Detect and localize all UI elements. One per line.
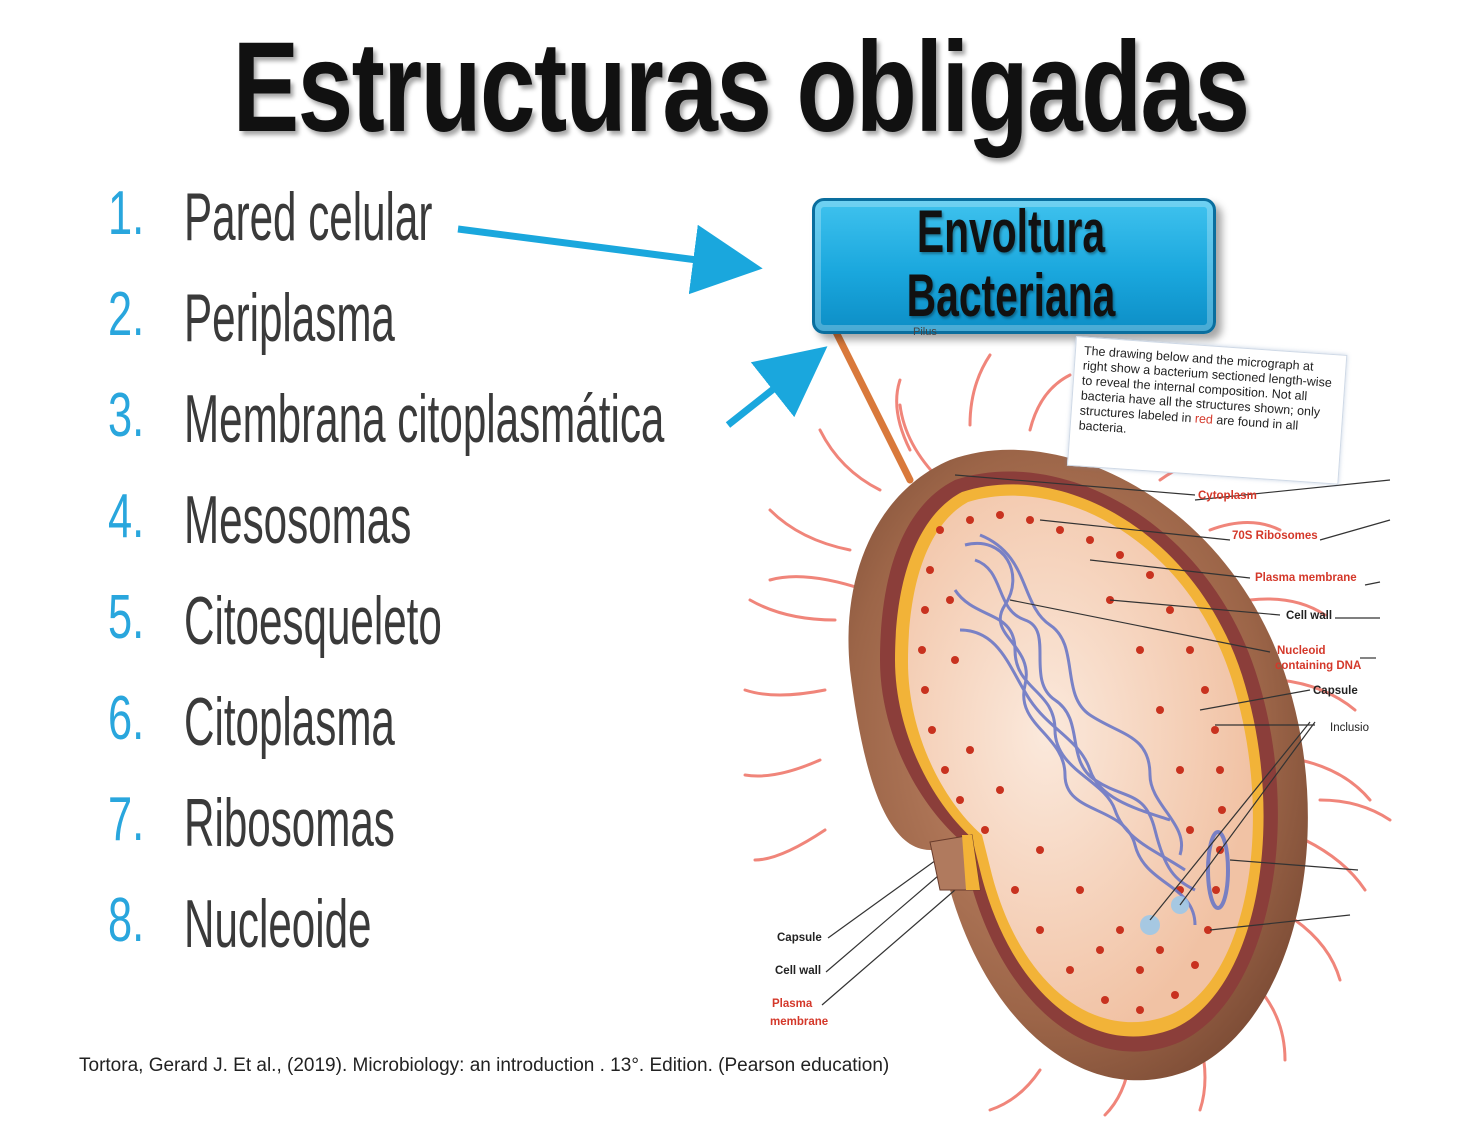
label-nucleoid-dna: containing DNA [1275, 660, 1362, 672]
list-text: Mesosomas [184, 482, 412, 558]
label-inclusions: Inclusio [1330, 722, 1369, 734]
list-number: 7. [108, 785, 145, 854]
cutaway-membrane [962, 835, 980, 890]
label-cytoplasm: Cytoplasm [1198, 490, 1257, 502]
list-text: Periplasma [184, 280, 395, 356]
label-plasma-left-2: membrane [770, 1016, 829, 1028]
label-plasma-membrane: Plasma membrane [1255, 572, 1357, 584]
arrow-membrana [725, 346, 828, 428]
label-cell-wall: Cell wall [1286, 610, 1333, 622]
citation: Tortora, Gerard J. Et al., (2019). Micro… [79, 1055, 890, 1076]
list-number: 5. [108, 583, 145, 652]
label-capsule-left: Capsule [777, 932, 822, 944]
list-number: 3. [108, 381, 145, 450]
list-text: Ribosomas [184, 785, 395, 861]
label-ribosomes: 70S Ribosomes [1232, 530, 1318, 542]
arrow-pared-celular [457, 224, 763, 295]
list-text: Pared celular [184, 179, 433, 255]
label-cell-wall-left: Cell wall [775, 965, 822, 977]
list-text: Citoesqueleto [184, 583, 442, 659]
bacterium-diagram [743, 330, 1392, 1117]
list-text: Citoplasma [184, 684, 395, 760]
label-capsule-right: Capsule [1313, 685, 1358, 697]
ribosome-dots [918, 511, 1226, 1014]
nucleoid-dna [953, 533, 1197, 926]
list-text: Membrana citoplasmática [184, 381, 665, 457]
slide-title: Estructuras obligadas [232, 16, 1250, 159]
list-number: 2. [108, 280, 145, 349]
pilus-rod [831, 330, 914, 484]
list-text: Nucleoide [184, 886, 372, 962]
info-red-word: red [1194, 411, 1214, 427]
callout-line-1: Envoltura [916, 198, 1106, 265]
callout-line-2: Bacteriana [906, 262, 1116, 329]
label-plasma-left-1: Plasma [772, 998, 813, 1010]
inclusions [1140, 830, 1230, 935]
callout-box [812, 198, 1216, 334]
list-number: 4. [108, 482, 145, 551]
diagram-info-box: The drawing below and the micrograph at … [1066, 336, 1348, 485]
leader-lines [821, 474, 1391, 1006]
label-nucleoid: Nucleoid [1277, 645, 1326, 657]
envoltura-callout: Envoltura Bacteriana [812, 198, 1216, 334]
pili-label: Pilus [913, 326, 937, 338]
list-number: 6. [108, 684, 145, 753]
list-number: 1. [108, 179, 145, 248]
list-number: 8. [108, 886, 145, 955]
